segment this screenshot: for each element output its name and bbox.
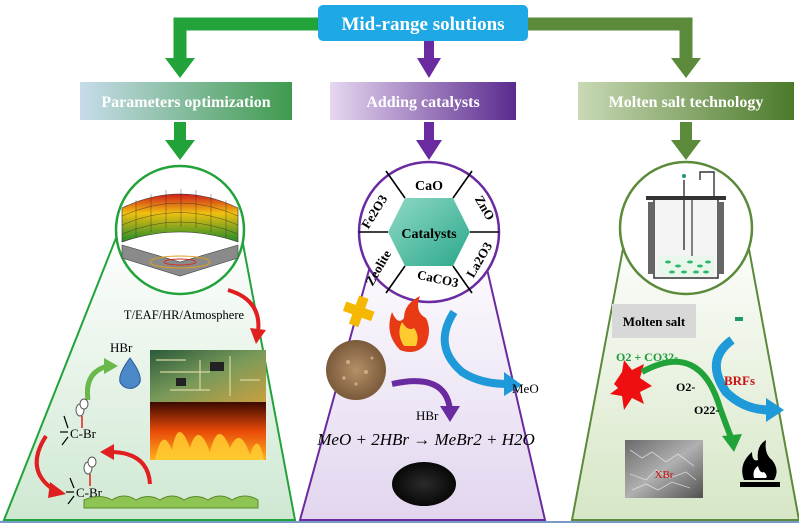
c-br-molecule-upper: C-Br xyxy=(60,398,97,446)
explosion-icon xyxy=(610,360,652,410)
surface-contour-inner xyxy=(163,258,197,266)
column-titles: Parameters optimization Adding catalysts… xyxy=(80,82,794,120)
purple-curved-arrowhead xyxy=(440,406,460,422)
o2-minus-label: O2- xyxy=(676,380,695,394)
fire-flames xyxy=(155,431,264,460)
purple-curved-arrow xyxy=(391,378,453,411)
red-loop-arrow-left xyxy=(34,434,56,492)
left-connector-arrow xyxy=(173,17,318,60)
blue-reaction-arrowhead xyxy=(766,398,784,422)
reactor-heater-left xyxy=(648,202,654,274)
column-2-title-bar xyxy=(330,82,516,120)
column-1-down-arrowhead xyxy=(165,140,195,160)
blue-curved-arrowhead xyxy=(504,372,522,396)
sem-texture xyxy=(629,449,697,491)
hbr-label-center: HBr xyxy=(416,408,439,423)
column-1-panel: T/EAF/HR/Atmosphere HBr C-Br xyxy=(2,164,297,521)
header-title: Mid-range solutions xyxy=(341,14,504,35)
header-background xyxy=(318,5,528,41)
center-connector-arrow xyxy=(424,40,434,60)
column-3-title: Molten salt technology xyxy=(609,94,764,111)
surface-mesh-lines-horizontal xyxy=(121,202,239,235)
center-connector-arrowhead xyxy=(417,58,441,78)
column-2-down-arrowhead xyxy=(416,140,442,160)
red-loop-arrowhead-left xyxy=(48,482,66,498)
surface-mesh-lines-vertical xyxy=(135,189,227,238)
catalyst-cao: CaO xyxy=(415,179,443,194)
column-2-down-arrow xyxy=(424,122,434,142)
catalyst-wheel-spokes xyxy=(359,170,499,294)
red-loop-arrow-right xyxy=(109,450,152,485)
reaction-equation: MeO + 2HBr → MeBr2 + H2O xyxy=(316,430,534,449)
green-reaction-arrow xyxy=(640,358,735,442)
response-surface-plot xyxy=(121,189,239,277)
flame-icon xyxy=(389,296,429,352)
circuit-traces xyxy=(156,356,260,396)
brfs-label: BRFs xyxy=(724,373,755,388)
circuit-board-image xyxy=(150,350,266,402)
column-3-panel: Molten salt O2 + CO32- O2- O22- BRFs XBr xyxy=(570,160,799,521)
column-2-title: Adding catalysts xyxy=(366,94,479,111)
material-surface xyxy=(83,495,259,509)
hazard-base xyxy=(740,482,780,487)
flammable-hazard-icon xyxy=(742,440,777,480)
molten-salt-box xyxy=(612,304,696,338)
ash-product-image xyxy=(392,462,456,506)
flame-inner xyxy=(399,322,418,346)
green-reaction-arrowhead xyxy=(722,434,742,452)
molten-salt-reactor xyxy=(646,171,726,279)
hbr-label-left: HBr xyxy=(110,340,133,355)
green-curved-arrowhead xyxy=(104,358,118,374)
column-down-arrows xyxy=(165,122,701,160)
dust-particles-image xyxy=(326,340,386,400)
reactor-gas-outlet xyxy=(699,171,715,198)
column-1-title: Parameters optimization xyxy=(101,94,270,111)
molten-salt-label: Molten salt xyxy=(623,314,686,329)
red-loop-arrowhead-right xyxy=(100,444,114,460)
surface-contour-outer xyxy=(149,255,211,269)
chip-2 xyxy=(176,378,186,386)
reactor-bubbles xyxy=(665,260,711,274)
c-br-label-upper: C-Br xyxy=(70,426,97,441)
blue-reaction-arrow xyxy=(711,336,771,415)
hazard-flame-inner xyxy=(753,466,767,478)
green-dash-marker xyxy=(735,317,743,321)
reactor-heater-right xyxy=(718,202,724,274)
catalysts-center-label: Catalysts xyxy=(401,227,457,242)
plus-icon xyxy=(342,295,375,328)
column-1-down-arrow xyxy=(174,122,186,142)
right-connector-arrowhead xyxy=(671,58,701,78)
reactor-lid xyxy=(646,196,726,200)
header-box: Mid-range solutions xyxy=(318,5,528,41)
atom-upper-b xyxy=(79,398,89,410)
xbr-label: XBr xyxy=(655,469,674,481)
curved-arrowhead-to-images xyxy=(250,328,266,344)
column-3-down-arrow xyxy=(680,122,692,142)
surface-plot-base xyxy=(121,244,239,277)
column-3-down-arrowhead xyxy=(671,140,701,160)
parameters-caption: T/EAF/HR/Atmosphere xyxy=(124,308,245,322)
water-drop-icon xyxy=(119,357,141,389)
column-3-title-bar xyxy=(578,82,794,120)
atom-lower-b xyxy=(87,456,97,468)
left-connector-arrowhead xyxy=(165,58,195,78)
right-connector-arrow xyxy=(518,17,693,60)
meo-label: MeO xyxy=(512,381,539,396)
column-1-title-bar xyxy=(80,82,292,120)
reactor-gas-dot xyxy=(682,174,686,178)
o2-2minus-label: O22- xyxy=(694,403,719,417)
chip-1 xyxy=(210,362,224,371)
top-connectors xyxy=(165,17,701,78)
sem-image xyxy=(625,440,703,498)
column-2-panel: Catalysts CaO ZnO La2O3 CaCO3 Zeolite Fe… xyxy=(298,160,547,521)
catalysts-hexagon xyxy=(388,198,470,266)
blue-curved-arrow xyxy=(440,309,509,388)
curved-arrow-to-images xyxy=(227,288,261,333)
